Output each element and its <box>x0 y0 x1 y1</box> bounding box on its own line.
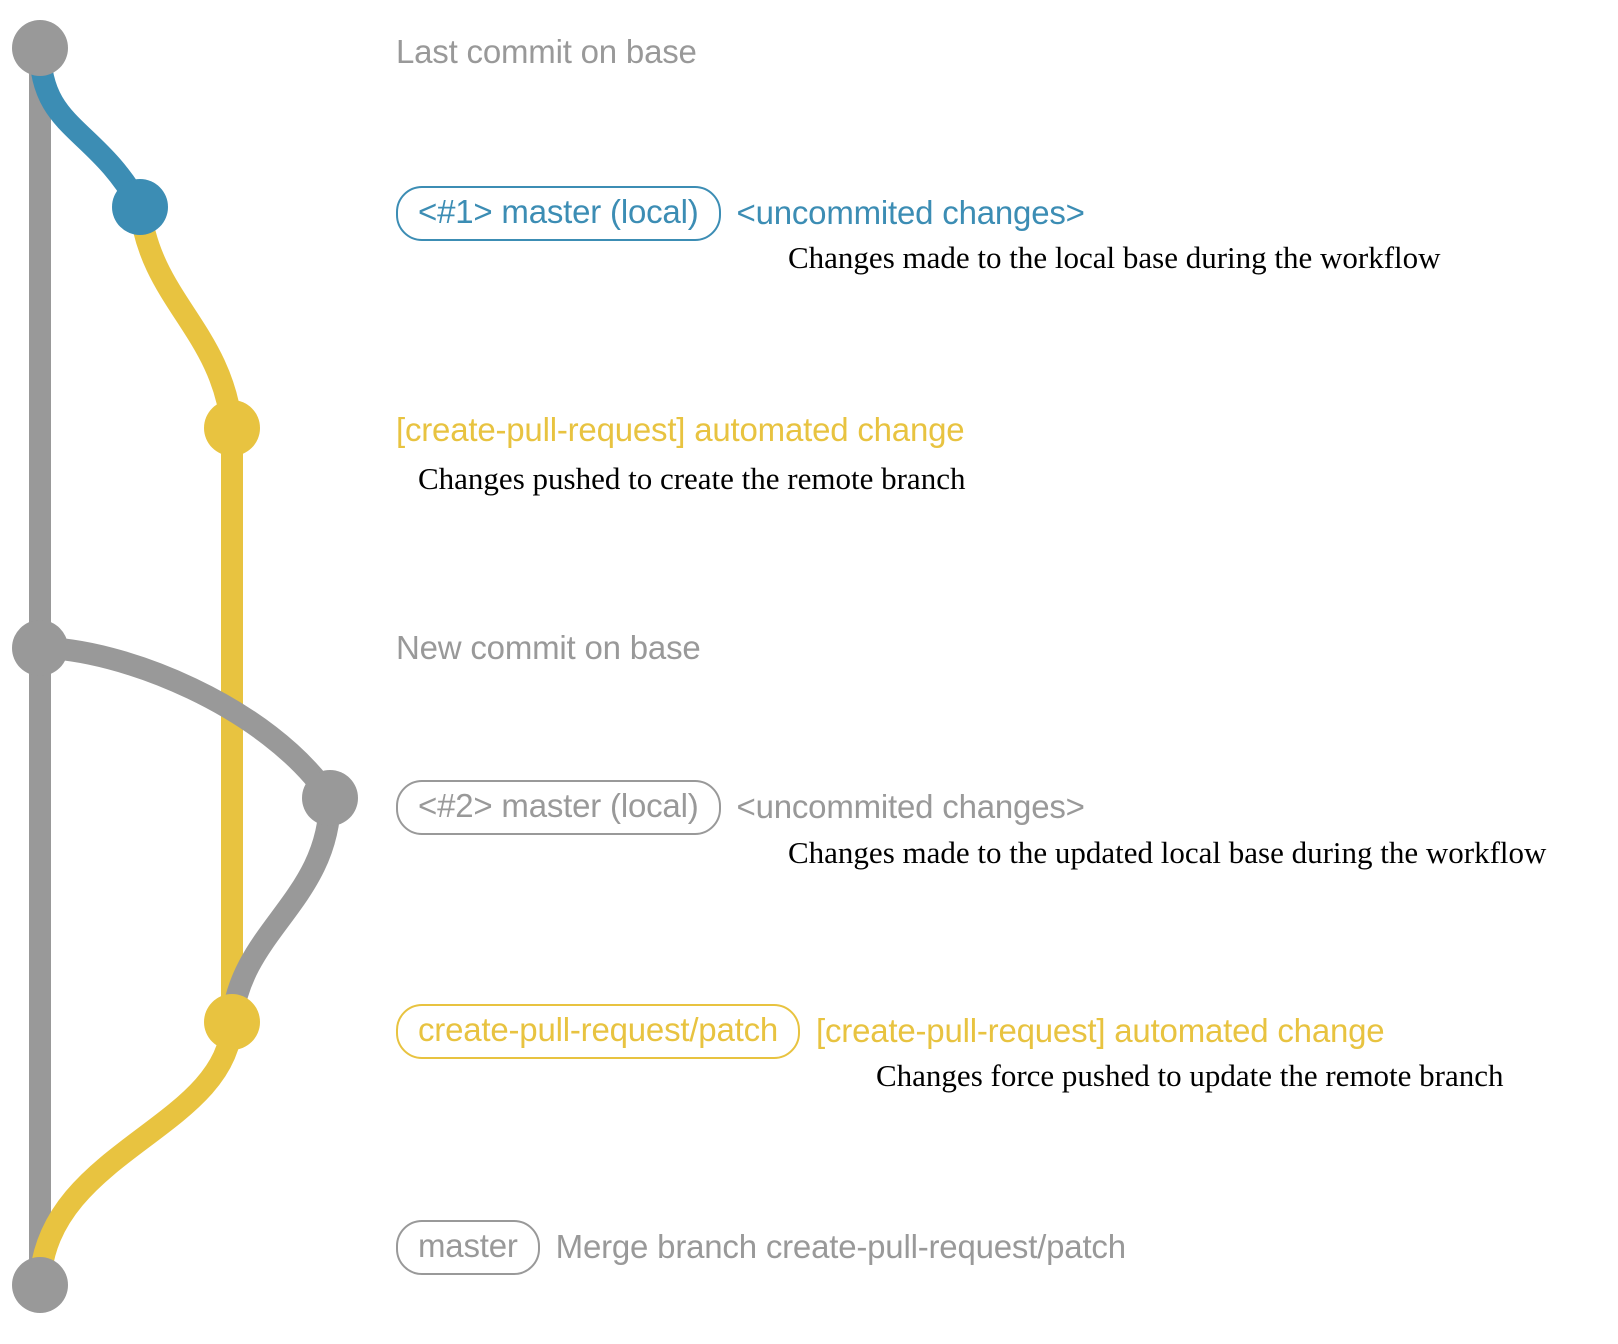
commit-message-automated-change-2: [create-pull-request] automated change <box>816 1012 1385 1050</box>
commit-message-last-commit-on-base: Last commit on base <box>396 33 697 70</box>
commit-node-patch-1[interactable] <box>204 400 260 456</box>
commit-message-automated-change-1: [create-pull-request] automated change <box>396 411 965 448</box>
row-master-local-1: <#1> master (local) <uncommited changes> <box>396 186 1085 241</box>
description-automated-change-2: Changes force pushed to update the remot… <box>876 1058 1504 1093</box>
row-master-local-2: <#2> master (local) <uncommited changes> <box>396 780 1085 835</box>
row-new-commit-on-base: New commit on base <box>396 629 701 667</box>
branch-badge-create-pull-request-patch[interactable]: create-pull-request/patch <box>396 1004 801 1059</box>
row-automated-change-1: [create-pull-request] automated change <box>396 411 965 449</box>
branch-badge-master-local-1[interactable]: <#1> master (local) <box>396 186 721 241</box>
commit-node-local-2[interactable] <box>302 770 358 826</box>
commit-message-master-local-2: <uncommited changes> <box>736 788 1085 826</box>
edge-base-to-local1 <box>29 37 151 218</box>
commit-node-merge[interactable] <box>12 1257 68 1313</box>
edge-local2-to-patch2 <box>221 787 341 1033</box>
commit-node-local-1[interactable] <box>112 179 168 235</box>
branch-badge-master-local-2[interactable]: <#2> master (local) <box>396 780 721 835</box>
commit-node-base-top[interactable] <box>12 20 68 76</box>
edge-basenew-to-local2 <box>29 637 341 809</box>
description-master-local-2: Changes made to the updated local base d… <box>788 835 1547 870</box>
description-master-local-1: Changes made to the local base during th… <box>788 240 1441 275</box>
row-automated-change-2: create-pull-request/patch [create-pull-r… <box>396 1004 1385 1059</box>
commit-message-new-commit-on-base: New commit on base <box>396 629 701 666</box>
commit-node-patch-2[interactable] <box>204 994 260 1050</box>
branch-badge-master[interactable]: master <box>396 1220 540 1275</box>
commit-message-master-local-1: <uncommited changes> <box>736 194 1085 232</box>
row-merge-commit: master Merge branch create-pull-request/… <box>396 1220 1126 1275</box>
commit-message-merge-commit: Merge branch create-pull-request/patch <box>555 1228 1126 1266</box>
commit-graph <box>12 20 358 1313</box>
commit-node-base-new[interactable] <box>12 620 68 676</box>
edge-patch2-to-merge <box>29 1011 243 1296</box>
edge-local1-to-patch1 <box>129 196 243 439</box>
row-last-commit-on-base: Last commit on base <box>396 33 697 71</box>
description-automated-change-1: Changes pushed to create the remote bran… <box>418 461 966 496</box>
